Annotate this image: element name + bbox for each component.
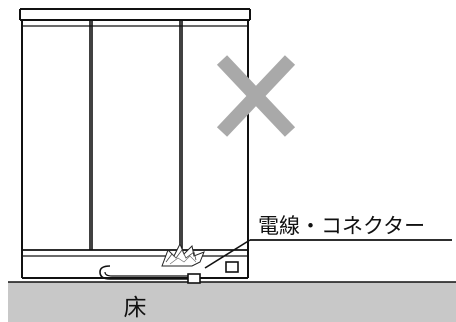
x-mark-icon bbox=[216, 55, 296, 137]
floor bbox=[8, 282, 456, 322]
unit-body bbox=[19, 8, 251, 279]
damage-spark-icon bbox=[161, 242, 205, 267]
wire-connector-label: 電線・コネクター bbox=[258, 214, 425, 238]
floor-label: 床 bbox=[124, 295, 147, 321]
cable-wire bbox=[99, 265, 192, 280]
outlet-icon bbox=[225, 261, 239, 273]
connector-plug bbox=[187, 273, 201, 284]
cable-wire-inner bbox=[104, 271, 192, 277]
callout-leader bbox=[204, 239, 251, 269]
